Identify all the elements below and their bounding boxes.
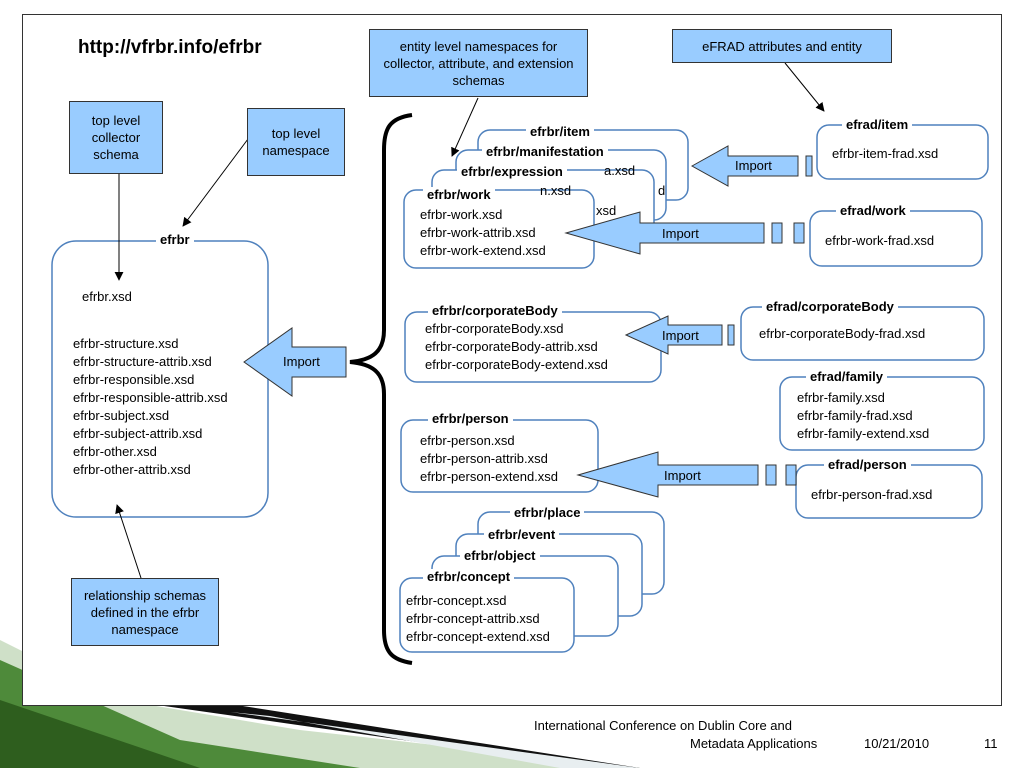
file-item: efrbr-concept-extend.xsd [406, 629, 550, 644]
file-item: efrbr-other.xsd [73, 444, 157, 459]
footer-conference-line2: Metadata Applications [690, 736, 818, 751]
corporate-file-list: efrbr-corporateBody.xsd efrbr-corporateB… [425, 320, 608, 374]
callout-top-level-namespace: top level namespace [247, 108, 345, 176]
efrad-person-title: efrad/person [824, 457, 911, 472]
file-item: efrbr-corporateBody-attrib.xsd [425, 339, 598, 354]
file-item: efrbr-person-attrib.xsd [420, 451, 548, 466]
file-item: efrbr-responsible.xsd [73, 372, 195, 387]
import-arrow-item [690, 145, 799, 187]
corporate-title: efrbr/corporateBody [428, 303, 562, 318]
callout-efrad: eFRAD attributes and entity [672, 29, 892, 63]
file-item: efrbr-responsible-attrib.xsd [73, 390, 228, 405]
file-item: efrbr-work-attrib.xsd [420, 225, 536, 240]
file-item: efrbr-subject.xsd [73, 408, 170, 423]
file-item: efrbr-concept.xsd [406, 593, 507, 608]
file-item: efrbr-corporateBody-extend.xsd [425, 357, 608, 372]
footer-date: 10/21/2010 [864, 736, 930, 751]
efrbr-title: efrbr [156, 232, 194, 247]
person-file-list: efrbr-person.xsd efrbr-person-attrib.xsd… [420, 432, 558, 486]
event-title: efrbr/event [484, 527, 560, 542]
expression-partial-filename: n.xsd [540, 183, 572, 198]
file-item: efrbr-work.xsd [420, 207, 503, 222]
import-arrow-person [576, 451, 759, 498]
file-item: efrbr-corporateBody.xsd [425, 321, 564, 336]
work-file-list: efrbr-work.xsd efrbr-work-attrib.xsd efr… [420, 206, 546, 260]
place-title: efrbr/place [510, 505, 585, 520]
import-label-corporate: Import [662, 328, 699, 343]
file-item: efrbr-structure.xsd [73, 336, 179, 351]
callout-entity-namespaces: entity level namespaces for collector, a… [369, 29, 588, 97]
file-item: efrbr-structure-attrib.xsd [73, 354, 212, 369]
import-arrow-main [243, 327, 347, 397]
person-title: efrbr/person [428, 411, 513, 426]
import-arrow-corporate [624, 315, 723, 355]
efrad-person-file: efrbr-person-frad.xsd [811, 487, 933, 502]
import-label-work: Import [662, 226, 699, 241]
file-item: efrbr-family.xsd [797, 390, 885, 405]
grouping-brace [349, 113, 413, 665]
file-item: efrbr-person.xsd [420, 433, 515, 448]
item-title: efrbr/item [526, 124, 594, 139]
callout-relationship: relationship schemas defined in the efrb… [71, 578, 219, 646]
efrad-work-title: efrad/work [836, 203, 910, 218]
efrbr-file-list: efrbr-structure.xsd efrbr-structure-attr… [73, 335, 228, 479]
concept-title: efrbr/concept [423, 569, 515, 584]
file-item: efrbr-other-attrib.xsd [73, 462, 191, 477]
efrbr-first-file: efrbr.xsd [82, 289, 132, 304]
file-item: efrbr-family-extend.xsd [797, 426, 930, 441]
efrad-item-file: efrbr-item-frad.xsd [832, 146, 939, 161]
efrad-corporate-file: efrbr-corporateBody-frad.xsd [759, 326, 926, 341]
efrad-work-file: efrbr-work-frad.xsd [825, 233, 935, 248]
efrad-family-file-list: efrbr-family.xsd efrbr-family-frad.xsd e… [797, 389, 929, 443]
efrad-family-title: efrad/family [806, 369, 887, 384]
callout-top-level-schema: top level collector schema [69, 101, 163, 174]
file-item: efrbr-family-frad.xsd [797, 408, 913, 423]
page-url-title: http://vfrbr.info/efrbr [78, 37, 262, 58]
efrad-item-title: efrad/item [842, 117, 913, 132]
efrad-corporate-title: efrad/corporateBody [762, 299, 898, 314]
file-item: efrbr-subject-attrib.xsd [73, 426, 203, 441]
import-label-person: Import [664, 468, 701, 483]
import-arrow-work [564, 211, 765, 255]
manifestation-partial-text: a.xsd [604, 163, 636, 178]
import-label-item: Import [735, 158, 772, 173]
manifestation-title: efrbr/manifestation [482, 144, 608, 159]
expression-title: efrbr/expression [457, 164, 567, 179]
work-title: efrbr/work [423, 187, 495, 202]
file-item: efrbr-person-extend.xsd [420, 469, 559, 484]
concept-file-list: efrbr-concept.xsd efrbr-concept-attrib.x… [406, 592, 550, 646]
file-item: efrbr-work-extend.xsd [420, 243, 546, 258]
work-partial-text: xsd [596, 203, 617, 218]
footer-conference-line1: International Conference on Dublin Core … [534, 718, 793, 733]
object-title: efrbr/object [460, 548, 540, 563]
footer-page-number: 11 [984, 736, 998, 751]
expression-partial-text: d [658, 183, 666, 198]
file-item: efrbr-concept-attrib.xsd [406, 611, 540, 626]
import-label-main: Import [283, 354, 320, 369]
